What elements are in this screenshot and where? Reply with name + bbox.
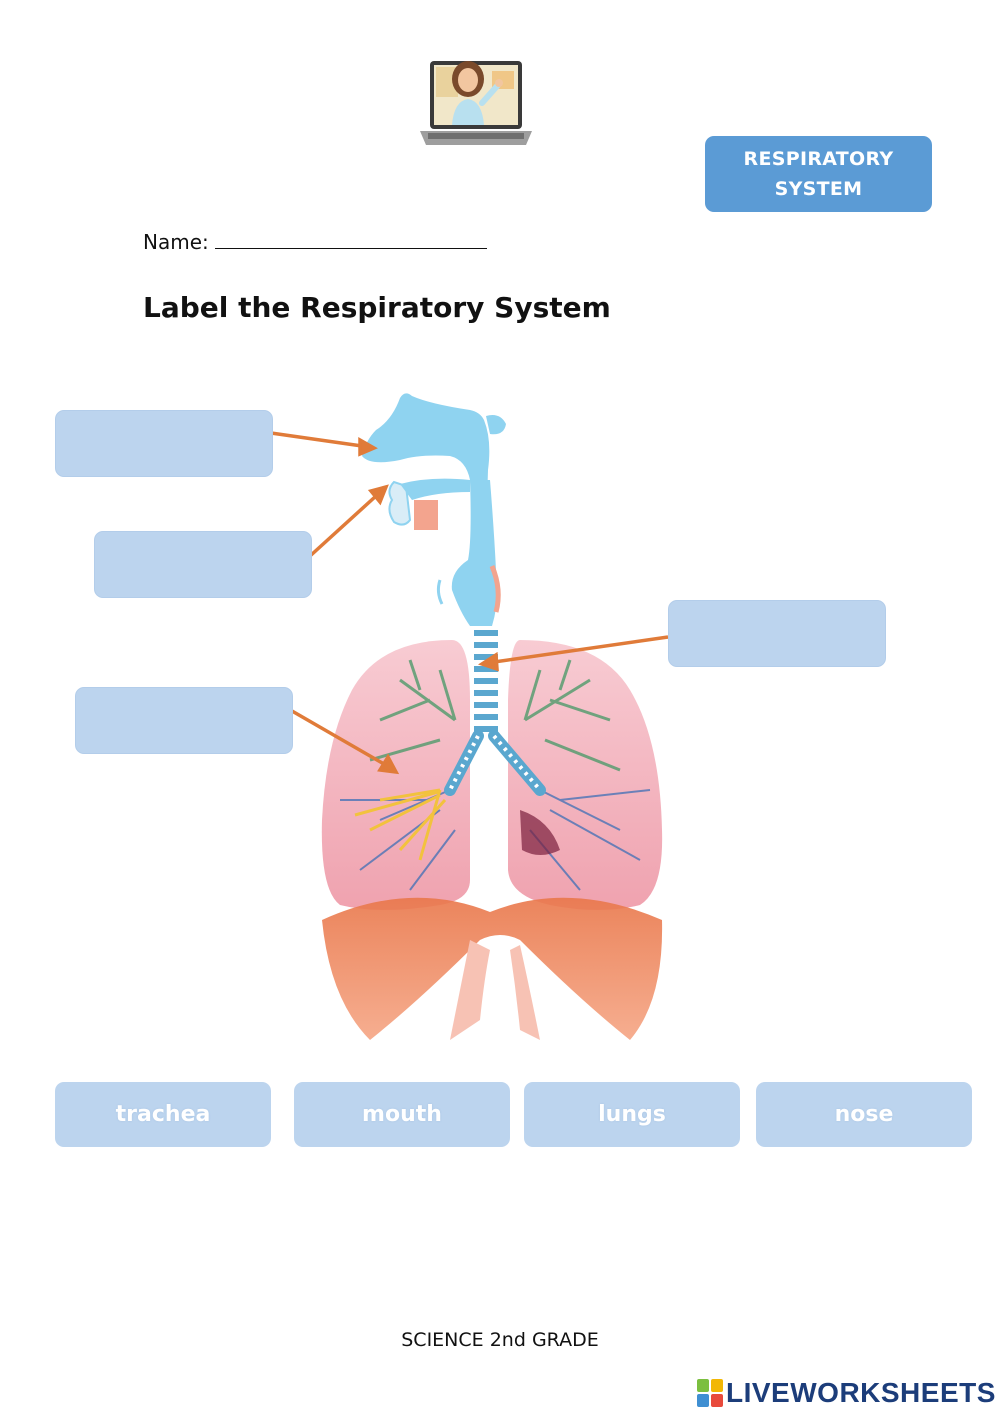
label-dropzone-trachea[interactable] bbox=[668, 600, 886, 667]
topic-badge: RESPIRATORY SYSTEM bbox=[705, 136, 932, 212]
respiratory-system-diagram bbox=[270, 393, 669, 1040]
footer-text: SCIENCE 2nd GRADE bbox=[401, 1329, 599, 1351]
mouth-shape bbox=[388, 478, 470, 530]
worksheet-title: Label the Respiratory System bbox=[143, 291, 611, 324]
name-blank-line[interactable] bbox=[214, 228, 487, 249]
pharynx-shape bbox=[451, 480, 498, 626]
liveworksheets-logo-icon bbox=[697, 1379, 723, 1407]
word-chip-mouth[interactable]: mouth bbox=[294, 1082, 510, 1147]
liveworksheets-brand[interactable]: LIVEWORKSHEETS bbox=[697, 1376, 996, 1410]
label-dropzone-nose[interactable] bbox=[55, 410, 273, 477]
word-chip-lungs[interactable]: lungs bbox=[524, 1082, 740, 1147]
diaphragm-shape bbox=[322, 897, 663, 1040]
left-lung-shape bbox=[321, 640, 470, 910]
label-dropzone-lungs[interactable] bbox=[75, 687, 293, 754]
name-label: Name: bbox=[143, 230, 209, 254]
brand-text: LIVEWORKSHEETS bbox=[726, 1377, 996, 1408]
topic-line-2: SYSTEM bbox=[774, 178, 863, 200]
label-dropzone-mouth[interactable] bbox=[94, 531, 312, 598]
nasal-cavity-shape bbox=[362, 393, 506, 560]
name-field: Name: bbox=[143, 228, 487, 254]
trachea-shape bbox=[444, 626, 546, 796]
teacher-laptop-icon bbox=[420, 61, 532, 145]
topic-line-1: RESPIRATORY bbox=[743, 148, 894, 170]
word-chip-trachea[interactable]: trachea bbox=[55, 1082, 271, 1147]
word-chip-nose[interactable]: nose bbox=[756, 1082, 972, 1147]
label-arrows bbox=[270, 431, 669, 775]
blood-vessels bbox=[340, 789, 651, 891]
bronchioles-yellow bbox=[354, 788, 447, 861]
bronchioles-upper bbox=[369, 659, 621, 772]
